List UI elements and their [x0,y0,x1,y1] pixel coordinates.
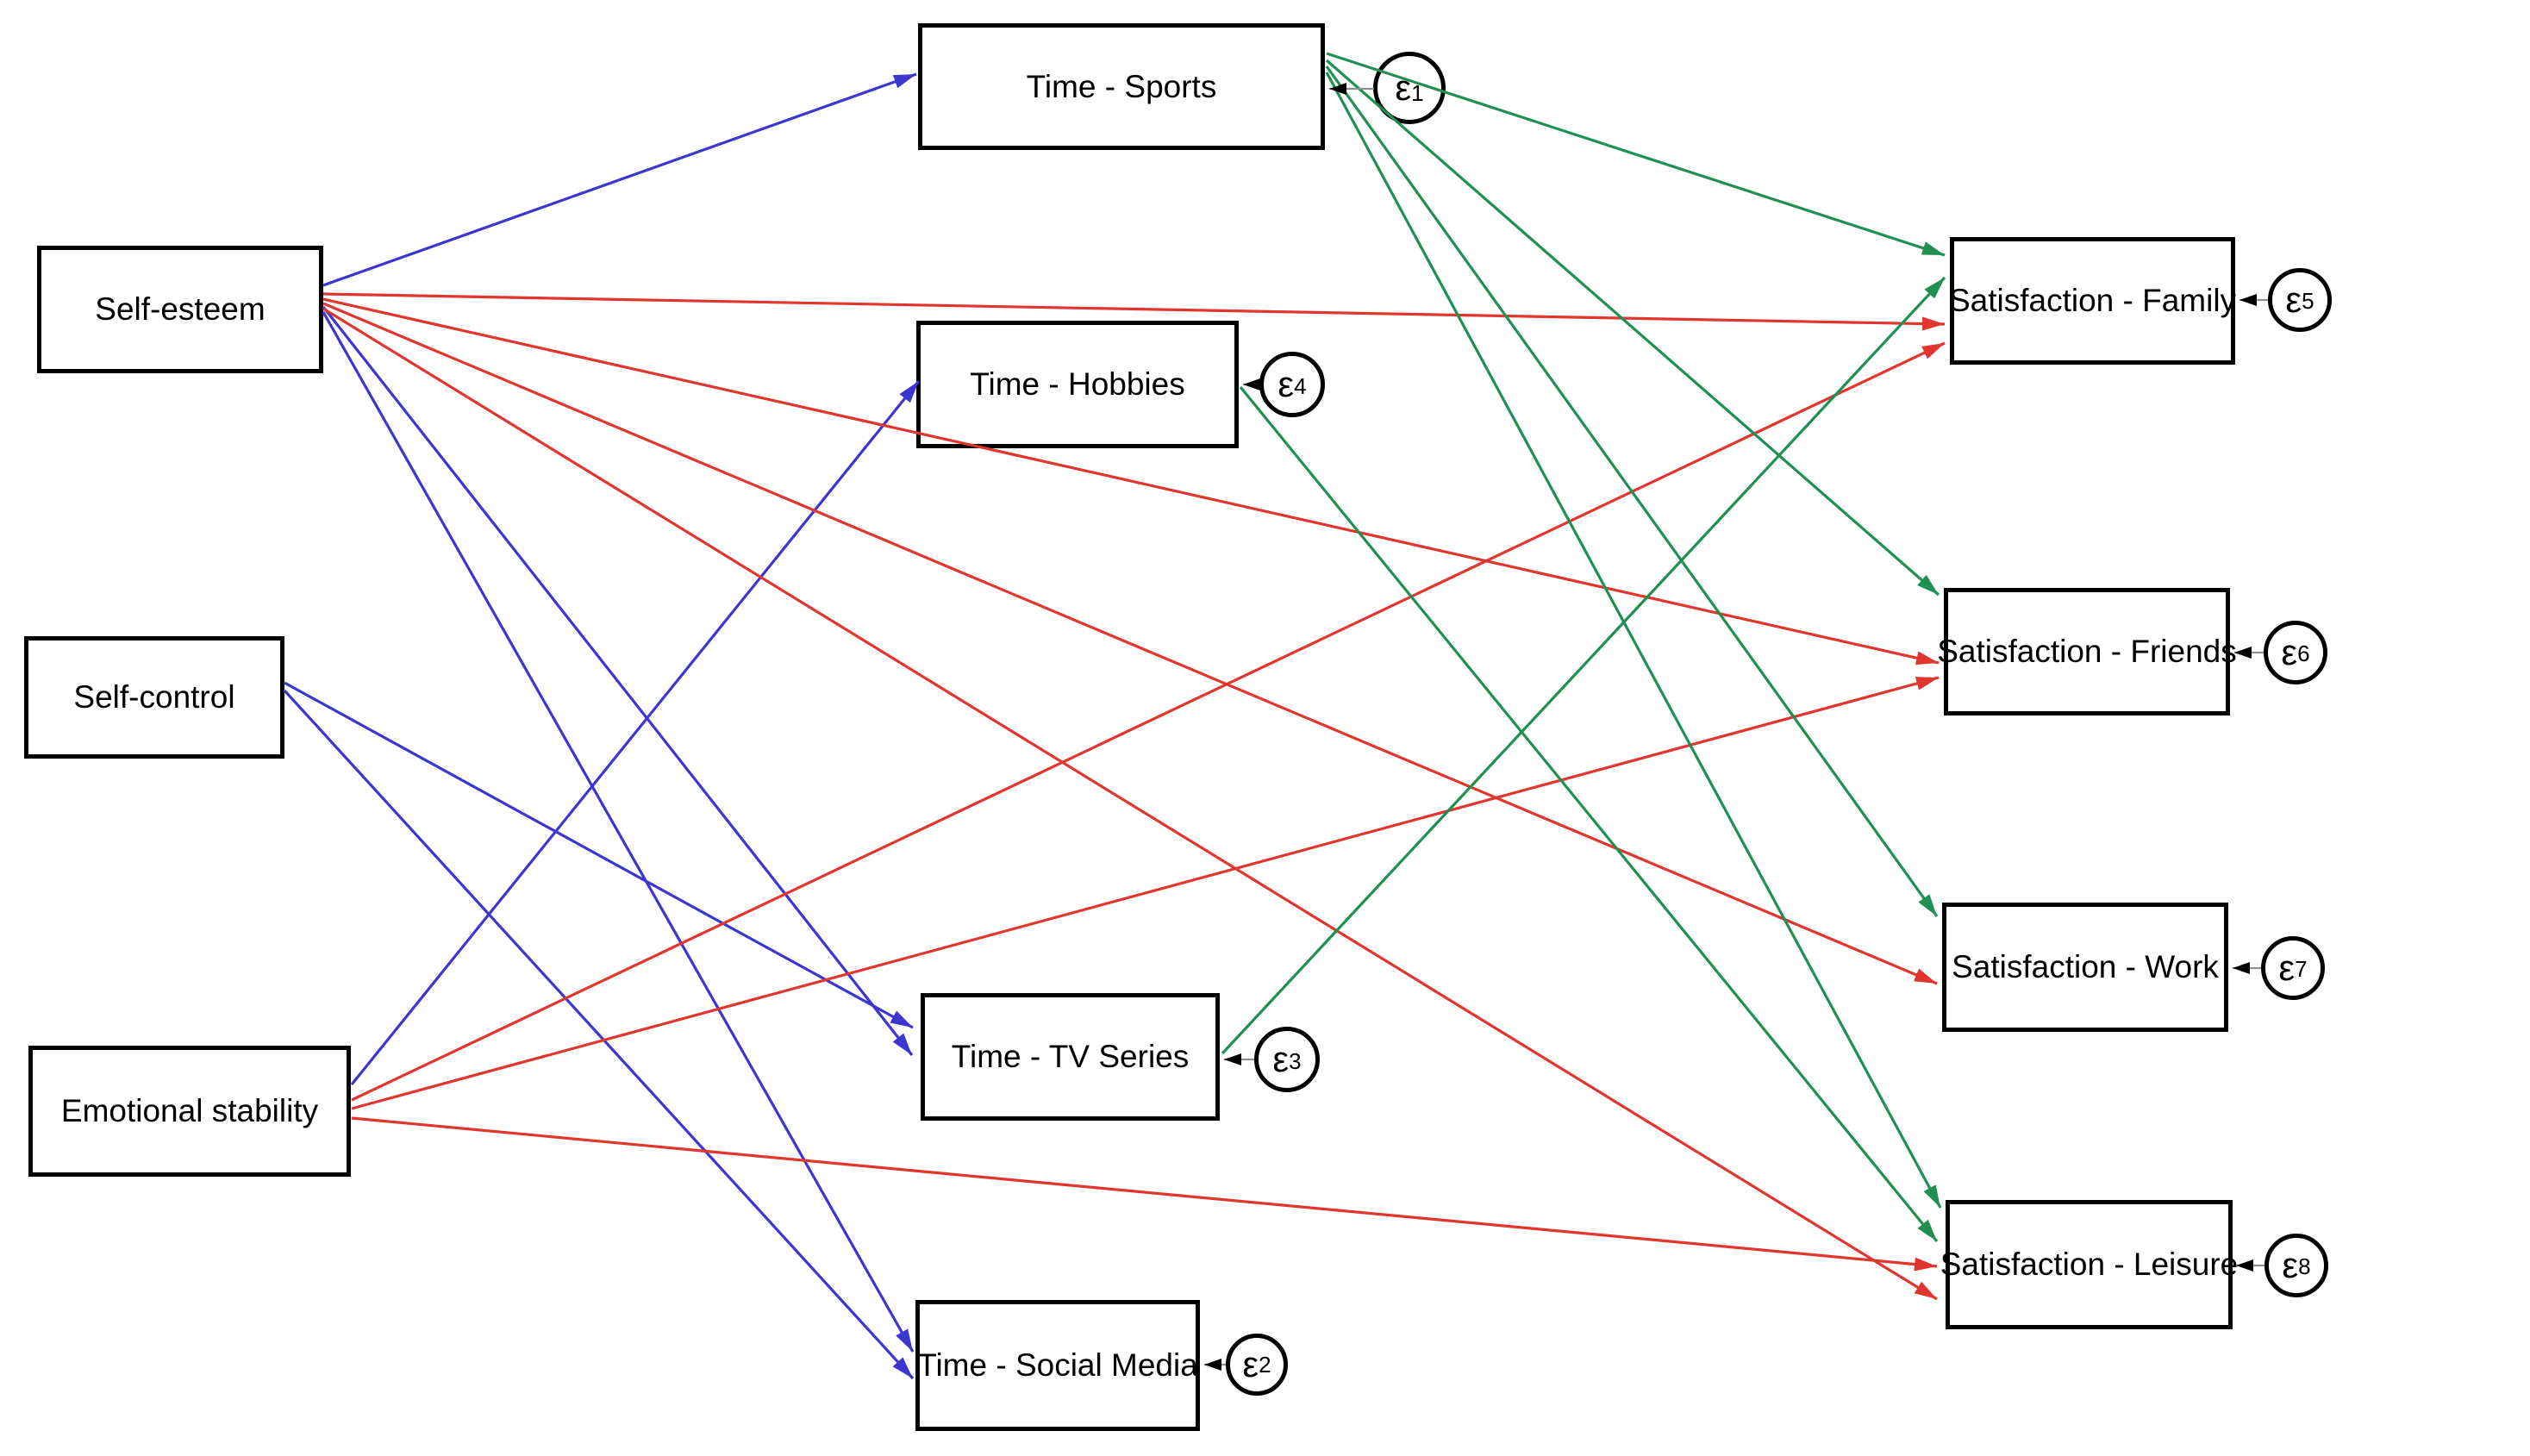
node-label-emotional-stability: Emotional stability [60,1093,319,1128]
edge-time-sports-to-satisfaction-work [1325,66,1939,917]
edge-self-esteem-to-time-sports [322,72,917,287]
epsilon-subscript: 6 [2297,641,2310,666]
epsilon-subscript: 8 [2298,1253,2311,1279]
edge-emotional-stability-to-time-hobbies [350,379,921,1086]
node-emotional-stability: Emotional stability [28,1046,351,1177]
edge-emotional-stability-to-satisfaction-friends [351,676,1940,1110]
edge-time-sports-to-satisfaction-family [1326,52,1946,257]
node-time-social-media: Time - Social Media [915,1300,1200,1431]
node-satisfaction-work: Satisfaction - Work [1942,903,2228,1032]
epsilon-symbol: ε [2278,947,2296,988]
edge-self-esteem-to-satisfaction-friends [322,297,1940,666]
node-time-tv-series: Time - TV Series [921,993,1220,1121]
epsilon-symbol: ε [1277,364,1295,404]
epsilon-symbol: ε [1242,1344,1259,1384]
epsilon-subscript: 1 [1411,80,1424,106]
node-label-satisfaction-leisure: Satisfaction - Leisure [1940,1247,2239,1282]
edge-self-control-to-time-social-media [283,689,915,1380]
edge-time-hobbies-to-satisfaction-leisure [1239,385,1939,1243]
edge-time-tv-series-to-satisfaction-family [1221,276,1946,1055]
epsilon-subscript: 7 [2295,956,2308,982]
edge-self-esteem-to-time-social-media [322,311,915,1353]
node-label-time-tv-series: Time - TV Series [951,1039,1190,1074]
epsilon-symbol: ε [1272,1039,1290,1079]
edge-time-sports-to-satisfaction-friends [1325,59,1940,597]
node-label-satisfaction-family: Satisfaction - Family [1948,283,2237,318]
node-satisfaction-family: Satisfaction - Family [1948,237,2237,365]
node-satisfaction-leisure: Satisfaction - Leisure [1940,1200,2238,1329]
epsilon-symbol: ε [2285,279,2302,320]
epsilon-subscript: 3 [1289,1048,1302,1074]
node-label-self-control: Self-control [73,679,235,715]
node-label-satisfaction-friends: Satisfaction - Friends [1937,634,2237,669]
edge-emotional-stability-to-satisfaction-leisure [351,1116,1938,1272]
edge-self-esteem-to-time-tv-series [322,306,914,1056]
epsilon-symbol: ε [2282,1245,2299,1285]
epsilon-subscript: 4 [1294,373,1307,399]
epsilon-symbol: ε [2281,632,2298,672]
node-self-esteem: Self-esteem [37,246,323,373]
node-label-time-social-media: Time - Social Media [917,1347,1198,1383]
node-time-hobbies: Time - Hobbies [916,321,1239,448]
edge-self-control-to-time-tv-series [284,681,914,1029]
edge-self-esteem-to-satisfaction-family [322,292,1946,331]
node-time-sports: Time - Sports [918,23,1325,150]
epsilon-subscript: 2 [1259,1352,1271,1378]
edge-self-esteem-to-satisfaction-work [322,302,1938,985]
node-label-satisfaction-work: Satisfaction - Work [1952,949,2219,984]
node-label-time-hobbies: Time - Hobbies [970,366,1185,402]
node-label-self-esteem: Self-esteem [95,291,265,327]
edge-self-esteem-to-satisfaction-leisure [322,307,1938,1301]
edge-emotional-stability-to-satisfaction-family [351,341,1946,1102]
node-label-time-sports: Time - Sports [1026,68,1217,104]
epsilon-subscript: 5 [2302,288,2314,314]
edge-time-sports-to-satisfaction-leisure [1325,72,1942,1209]
node-satisfaction-friends: Satisfaction - Friends [1937,588,2237,716]
node-self-control: Self-control [24,636,284,759]
